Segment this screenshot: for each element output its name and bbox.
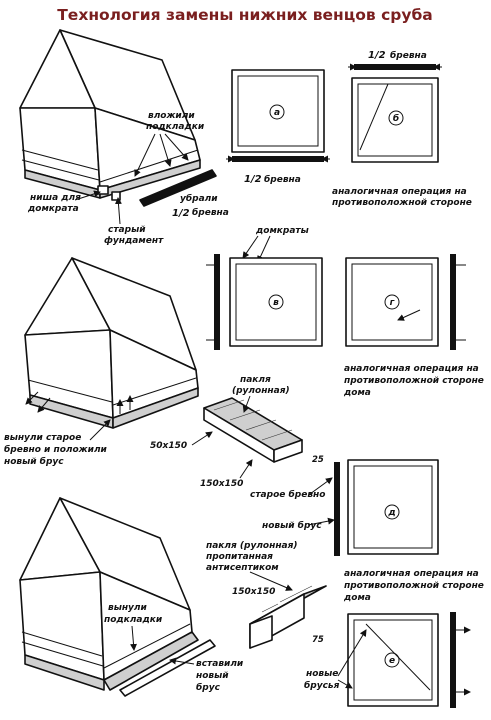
svg-text:150x150: 150x150 xyxy=(200,479,243,489)
svg-text:25: 25 xyxy=(312,455,324,465)
svg-text:пакля: пакля xyxy=(240,375,271,385)
svg-text:вставили: вставили xyxy=(196,659,244,669)
svg-text:1/2: 1/2 xyxy=(244,174,262,185)
svg-text:новые: новые xyxy=(306,669,338,679)
svg-text:вынули: вынули xyxy=(108,603,148,613)
svg-text:домкраты: домкраты xyxy=(255,226,309,236)
svg-text:дома: дома xyxy=(343,388,371,398)
svg-text:бревна: бревна xyxy=(192,207,229,218)
svg-text:противоположной стороне: противоположной стороне xyxy=(332,198,472,208)
svg-text:новый брус: новый брус xyxy=(4,456,64,467)
svg-text:вложили: вложили xyxy=(148,111,195,121)
svg-text:фундамент: фундамент xyxy=(104,236,164,246)
svg-text:г: г xyxy=(390,298,395,308)
svg-text:вынули старое: вынули старое xyxy=(4,433,81,443)
svg-text:д: д xyxy=(387,508,395,518)
svg-text:(рулонная): (рулонная) xyxy=(232,386,290,396)
stage3-beam: пакля (рулонная) 50x150 150x150 25 xyxy=(150,375,324,489)
svg-text:50x150: 50x150 xyxy=(150,441,187,451)
svg-text:бревно и положили: бревно и положили xyxy=(4,444,108,455)
svg-text:а: а xyxy=(274,108,280,118)
svg-text:убрали: убрали xyxy=(180,193,218,204)
stage1-labels: вложили подкладки ниша для домкрата убра… xyxy=(27,111,229,246)
svg-text:150x150: 150x150 xyxy=(232,587,275,597)
svg-text:пакля (рулонная): пакля (рулонная) xyxy=(206,541,298,551)
svg-text:брусья: брусья xyxy=(304,680,340,691)
stage2-house xyxy=(24,257,199,429)
stage4-labels-left: вынули подкладки вставили новый брус xyxy=(104,603,244,693)
svg-text:пропитанная: пропитанная xyxy=(206,552,273,562)
page-title: Технология замены нижних венцов сруба xyxy=(57,6,433,24)
svg-text:старый: старый xyxy=(108,225,146,235)
svg-text:старое бревно: старое бревно xyxy=(250,489,325,500)
svg-text:противоположной стороне: противоположной стороне xyxy=(344,376,484,386)
svg-text:бревна: бревна xyxy=(264,174,301,185)
svg-text:1/2: 1/2 xyxy=(368,50,386,61)
svg-text:аналогичная операция на: аналогичная операция на xyxy=(332,187,467,197)
svg-text:домкрата: домкрата xyxy=(27,204,79,214)
plan-a: а 1/2 бревна xyxy=(226,69,330,185)
svg-text:подкладки: подкладки xyxy=(104,615,163,625)
svg-text:аналогичная операция на: аналогичная операция на xyxy=(344,569,479,579)
svg-text:ниша для: ниша для xyxy=(30,193,81,203)
svg-text:противоположной стороне: противоположной стороне xyxy=(344,581,484,591)
svg-text:брус: брус xyxy=(196,682,221,693)
plan-d: д старое бревно новый брус аналогичная о… xyxy=(250,459,484,603)
svg-text:е: е xyxy=(389,656,395,666)
stage4-house xyxy=(19,497,216,697)
svg-text:1/2: 1/2 xyxy=(172,208,190,219)
plan-v: домкраты в xyxy=(206,226,323,350)
svg-text:75: 75 xyxy=(312,635,324,645)
svg-text:б: б xyxy=(393,113,399,124)
svg-text:в: в xyxy=(273,298,279,308)
stage4-beam: пакля (рулонная) пропитанная антисептико… xyxy=(206,541,327,649)
svg-text:подкладки: подкладки xyxy=(146,122,205,132)
plan-g: г аналогичная операция на противоположно… xyxy=(343,254,484,398)
svg-text:дома: дома xyxy=(343,593,371,603)
svg-text:бревна: бревна xyxy=(390,50,427,61)
stage1-house xyxy=(19,29,217,207)
svg-text:антисептиком: антисептиком xyxy=(206,563,279,573)
svg-text:аналогичная операция на: аналогичная операция на xyxy=(344,364,479,374)
svg-text:новый брус: новый брус xyxy=(262,520,322,531)
plan-e: е новые брусья xyxy=(304,612,471,708)
plan-b: 1/2 бревна б аналогичная операция на про… xyxy=(332,50,472,208)
svg-text:новый: новый xyxy=(196,671,229,681)
stage3-labels-left: вынули старое бревно и положили новый бр… xyxy=(4,419,111,467)
